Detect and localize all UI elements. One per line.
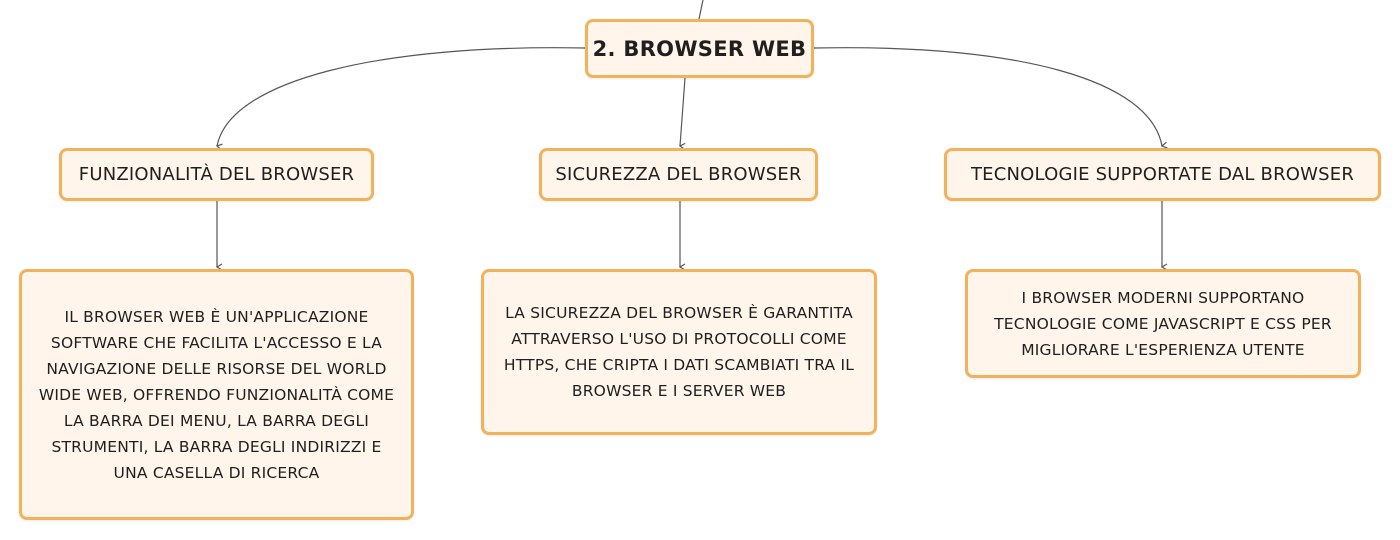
topic-label: FUNZIONALITÀ DEL BROWSER [78,164,355,185]
connector-root-to-security [678,77,686,150]
detail-browser-functionality[interactable]: IL BROWSER WEB È UN'APPLICAZIONE SOFTWAR… [19,269,414,520]
root-topic[interactable]: 2. BROWSER WEB [585,19,814,78]
detail-supported-technologies[interactable]: I BROWSER MODERNI SUPPORTANO TECNOLOGIE … [965,269,1361,378]
detail-text: IL BROWSER WEB È UN'APPLICAZIONE SOFTWAR… [38,307,395,482]
topic-label: SICUREZZA DEL BROWSER [555,164,802,185]
detail-text: LA SICUREZZA DEL BROWSER È GARANTITA ATT… [503,304,855,400]
topic-browser-security[interactable]: SICUREZZA DEL BROWSER [539,148,818,201]
topic-browser-functionality[interactable]: FUNZIONALITÀ DEL BROWSER [59,148,374,201]
topic-label: TECNOLOGIE SUPPORTATE DAL BROWSER [970,164,1355,185]
connector-parent-to-root [698,0,704,20]
root-topic-label: 2. BROWSER WEB [592,36,807,61]
connector-root-to-functionality [215,47,586,151]
detail-text: I BROWSER MODERNI SUPPORTANO TECNOLOGIE … [994,288,1332,359]
detail-browser-security[interactable]: LA SICUREZZA DEL BROWSER È GARANTITA ATT… [481,269,877,435]
topic-supported-technologies[interactable]: TECNOLOGIE SUPPORTATE DAL BROWSER [944,148,1381,201]
connector-root-to-technologies [813,47,1168,149]
